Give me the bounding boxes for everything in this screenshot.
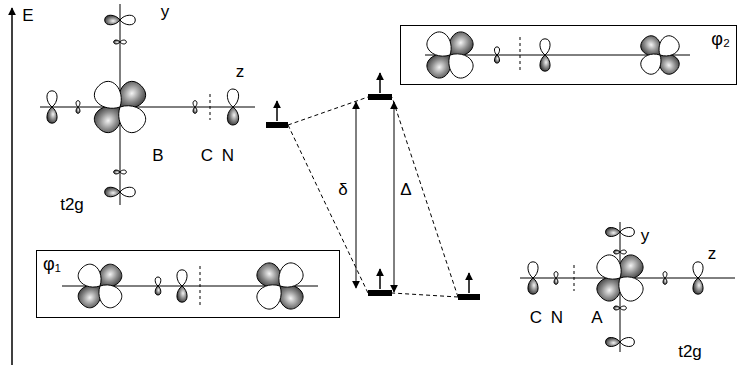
p-orbital	[494, 47, 499, 63]
orbital-box: φ₁	[36, 250, 340, 318]
axis-label: Δ	[400, 181, 411, 199]
axis-label: N	[222, 147, 234, 165]
orbital-label: φ₁	[37, 251, 339, 277]
p-orbital	[105, 15, 136, 25]
boundary-dash	[210, 94, 211, 120]
axis-label: t2g	[678, 343, 702, 361]
axis-label: y	[641, 227, 650, 245]
p-orbital	[114, 40, 127, 44]
gap-arrow	[356, 102, 357, 288]
z-axis	[40, 107, 255, 108]
p-orbital	[47, 91, 57, 123]
p-orbital	[606, 337, 635, 346]
axis-label: y	[161, 3, 170, 21]
d-orbital	[253, 259, 307, 313]
axis-label: A	[591, 309, 602, 327]
p-orbital	[528, 262, 538, 294]
p-orbital	[76, 101, 80, 114]
axis-label: t2g	[60, 196, 84, 214]
axis-label: E	[22, 7, 33, 25]
gap-arrow	[394, 102, 395, 292]
boundary-dash	[200, 266, 201, 306]
axis-label: z	[708, 245, 717, 263]
boundary-dash	[574, 265, 575, 291]
p-orbital	[177, 270, 187, 302]
phi2-orbital	[423, 28, 690, 82]
d-orbital	[90, 77, 150, 137]
correlation-line	[392, 97, 458, 297]
p-orbital	[155, 277, 161, 295]
axis-label: C	[201, 147, 213, 165]
axis-label: B	[152, 147, 163, 165]
spin-arrow	[379, 269, 381, 289]
spin-arrow	[468, 273, 470, 293]
fragment-b	[40, 4, 255, 205]
d-orbital	[423, 28, 477, 82]
d-orbital	[74, 260, 125, 311]
orbital-box: φ₂	[400, 25, 737, 85]
level-bar	[266, 122, 288, 128]
fragment-a	[520, 222, 735, 352]
p-orbital	[554, 272, 558, 285]
p-orbital	[105, 187, 136, 197]
orbital-label: φ₂	[401, 26, 736, 52]
level-bar	[368, 290, 392, 296]
level-bar	[368, 94, 392, 100]
p-orbital	[614, 306, 627, 310]
p-orbital	[606, 227, 635, 236]
d-orbital	[637, 32, 682, 77]
p-orbital	[663, 272, 667, 285]
p-orbital	[693, 262, 703, 294]
p-orbital	[193, 101, 197, 114]
axis-label: z	[236, 63, 245, 81]
p-orbital	[614, 250, 627, 254]
energy-levels	[266, 73, 480, 300]
d-orbital	[593, 251, 647, 305]
correlation-line	[392, 293, 458, 297]
phi1-orbital	[62, 259, 318, 313]
boundary-dash	[520, 37, 521, 73]
energy-axis	[11, 8, 13, 365]
level-bar	[458, 294, 480, 300]
spin-arrow	[276, 101, 278, 121]
p-orbital	[114, 170, 127, 174]
p-orbital	[227, 89, 238, 125]
axis-label: δ	[338, 181, 347, 199]
p-orbital	[540, 39, 550, 71]
axis-label: C	[530, 309, 542, 327]
axis-label: N	[551, 309, 563, 327]
spin-arrow	[379, 73, 381, 93]
